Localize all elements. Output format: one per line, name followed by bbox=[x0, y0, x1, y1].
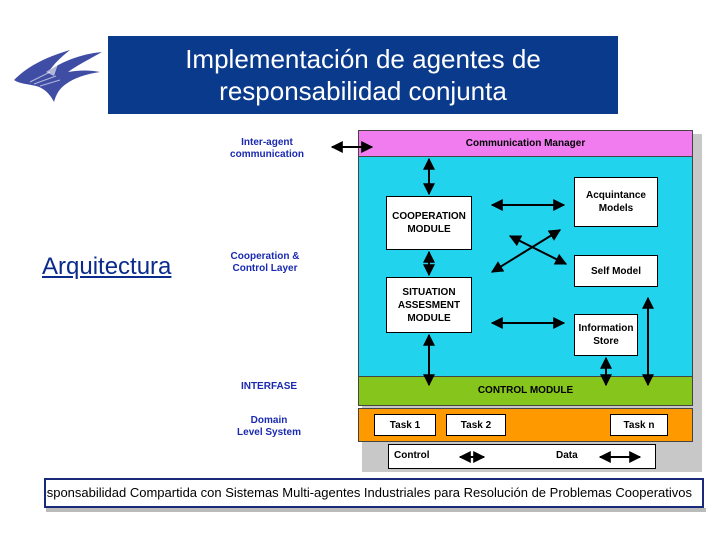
domain-level-label: Domain Level System bbox=[237, 415, 301, 438]
cooperation-layer-label: Cooperation & Control Layer bbox=[230, 251, 300, 274]
slide-title: Implementación de agentes de responsabil… bbox=[185, 44, 541, 106]
slide-title-box: Implementación de agentes de responsabil… bbox=[108, 36, 618, 114]
task-1: Task 1 bbox=[374, 414, 436, 436]
communication-manager-label: Communication Manager bbox=[465, 137, 586, 149]
communication-manager-band: Communication Manager bbox=[358, 130, 693, 157]
cross-arrow-2 bbox=[508, 235, 568, 265]
control-legend-label: Control bbox=[394, 450, 430, 461]
acquintance-models: Acquintance Models bbox=[574, 177, 658, 227]
eagle-logo bbox=[14, 50, 102, 102]
task-2: Task 2 bbox=[446, 414, 506, 436]
footer-box: Responsabilidad Compartida con Sistemas … bbox=[44, 478, 704, 508]
inter-agent-label: Inter-agent communication bbox=[230, 137, 304, 160]
data-legend-label: Data bbox=[556, 450, 578, 461]
self-model: Self Model bbox=[574, 255, 658, 287]
control-module-label: CONTROL MODULE bbox=[477, 385, 574, 396]
situation-assessment-module: SITUATION ASSESMENT MODULE bbox=[386, 277, 472, 333]
control-module-band: CONTROL MODULE bbox=[358, 376, 693, 406]
footer-shadow bbox=[46, 508, 706, 512]
footer-text: Responsabilidad Compartida con Sistemas … bbox=[44, 485, 692, 500]
interfase-label: INTERFASE bbox=[240, 381, 298, 392]
task-n: Task n bbox=[610, 414, 668, 436]
cross-arrow-1 bbox=[490, 229, 562, 273]
side-label: Arquitectura bbox=[42, 253, 172, 280]
cooperation-module: COOPERATION MODULE bbox=[386, 196, 472, 250]
information-store: Information Store bbox=[574, 314, 638, 356]
